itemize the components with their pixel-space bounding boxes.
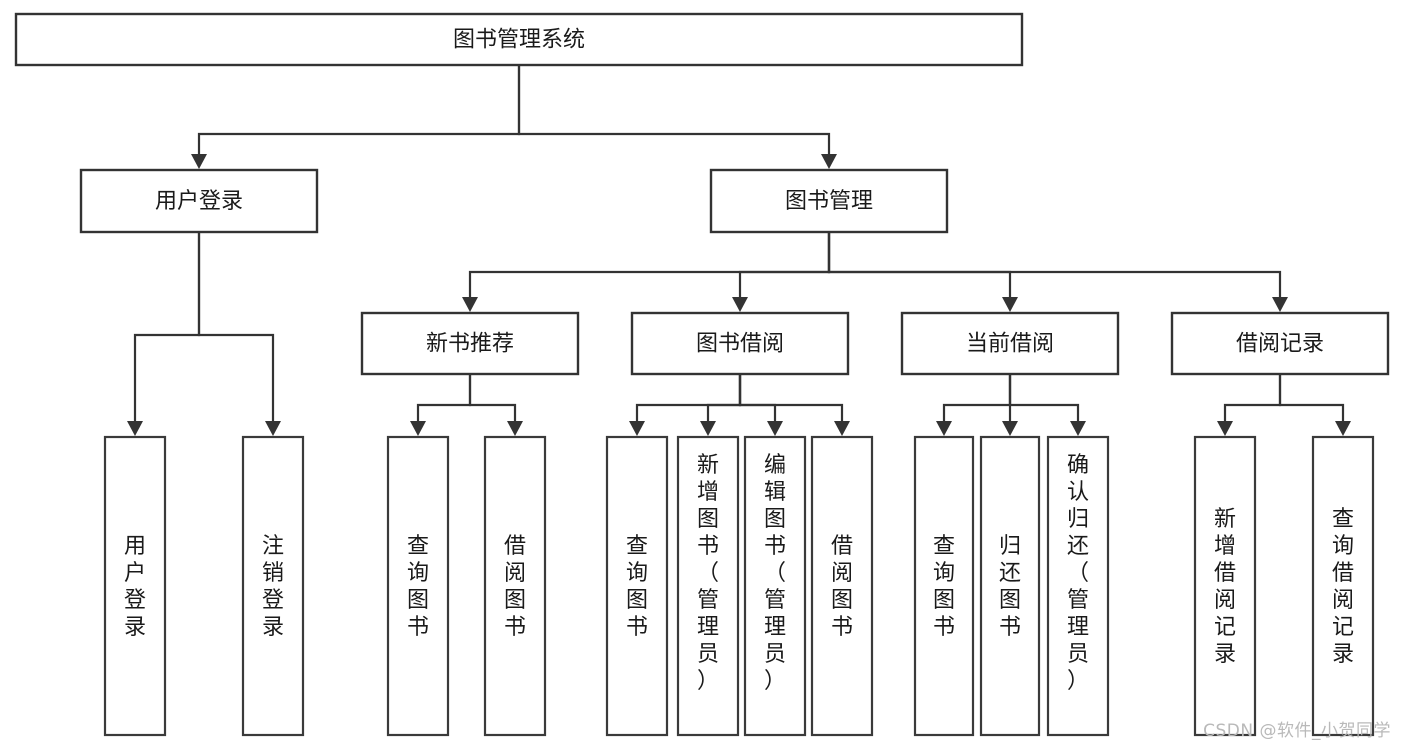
node-root[interactable]: 图书管理系统	[14, 12, 1024, 67]
node-box[interactable]	[630, 311, 850, 376]
arrow-head-icon	[1002, 421, 1018, 436]
node-leaf-confirm-return-admin[interactable]: 确认归还（管理员）	[1046, 435, 1110, 737]
node-label: 查询图书	[933, 534, 955, 640]
node-layer: 图书管理系统用户登录图书管理新书推荐图书借阅当前借阅借阅记录用户登录注销登录查询…	[14, 12, 1390, 737]
edge-book-manage-to-book-borrow	[732, 230, 831, 312]
arrow-head-icon	[821, 154, 837, 169]
node-box[interactable]	[709, 168, 949, 234]
node-box[interactable]	[743, 435, 807, 737]
edge-new-book-recommend-to-leaf-query-book-rec	[410, 372, 472, 436]
arrow-head-icon	[410, 421, 426, 436]
node-box[interactable]	[483, 435, 547, 737]
arrow-head-icon	[1272, 297, 1288, 312]
node-label: 新书推荐	[426, 332, 514, 357]
node-leaf-query-book-current[interactable]: 查询图书	[913, 435, 975, 737]
edge-book-manage-to-borrow-record	[827, 230, 1288, 312]
edge-current-borrow-to-leaf-query-book-current	[936, 372, 1012, 436]
node-label: 用户登录	[155, 189, 243, 214]
node-label: 编辑图书（管理员）	[764, 453, 786, 694]
node-box[interactable]	[103, 435, 167, 737]
edge-book-borrow-to-leaf-borrow-book	[738, 372, 850, 436]
node-label: 查询图书	[407, 534, 429, 640]
node-label: 借阅记录	[1236, 332, 1324, 357]
node-label: 图书管理系统	[453, 28, 585, 53]
arrow-head-icon	[732, 297, 748, 312]
arrow-head-icon	[265, 421, 281, 436]
node-box[interactable]	[360, 311, 580, 376]
node-current-borrow[interactable]: 当前借阅	[900, 311, 1120, 376]
edge-current-borrow-to-leaf-confirm-return-admin	[1008, 372, 1086, 436]
node-box[interactable]	[676, 435, 740, 737]
node-book-borrow[interactable]: 图书借阅	[630, 311, 850, 376]
arrow-head-icon	[127, 421, 143, 436]
node-label: 确认归还（管理员）	[1067, 453, 1089, 694]
edge-layer	[127, 63, 1351, 436]
arrow-head-icon	[191, 154, 207, 169]
node-leaf-add-borrow-record[interactable]: 新增借阅记录	[1193, 435, 1257, 737]
node-box[interactable]	[1311, 435, 1375, 737]
edge-root-to-user-login	[191, 63, 521, 169]
arrow-head-icon	[834, 421, 850, 436]
node-box[interactable]	[979, 435, 1041, 737]
node-box[interactable]	[900, 311, 1120, 376]
edge-borrow-record-to-leaf-query-borrow-record	[1278, 372, 1351, 436]
edge-user-login-to-leaf-user-login	[127, 230, 201, 436]
node-label: 查询图书	[626, 534, 648, 640]
node-leaf-query-borrow-record[interactable]: 查询借阅记录	[1311, 435, 1375, 737]
arrow-head-icon	[1335, 421, 1351, 436]
node-leaf-query-book-borrow[interactable]: 查询图书	[605, 435, 669, 737]
node-borrow-record[interactable]: 借阅记录	[1170, 311, 1390, 376]
node-leaf-borrow-book[interactable]: 借阅图书	[810, 435, 874, 737]
node-user-login[interactable]: 用户登录	[79, 168, 319, 234]
node-box[interactable]	[810, 435, 874, 737]
node-box[interactable]	[79, 168, 319, 234]
node-box[interactable]	[1046, 435, 1110, 737]
node-leaf-query-book-rec[interactable]: 查询图书	[386, 435, 450, 737]
arrow-head-icon	[767, 421, 783, 436]
node-book-manage[interactable]: 图书管理	[709, 168, 949, 234]
node-label: 图书借阅	[696, 332, 784, 357]
node-label: 用户登录	[124, 534, 146, 640]
arrow-head-icon	[462, 297, 478, 312]
node-label: 新增图书（管理员）	[697, 453, 719, 694]
node-new-book-recommend[interactable]: 新书推荐	[360, 311, 580, 376]
edge-user-login-to-leaf-logout-login	[197, 230, 281, 436]
arrow-head-icon	[1217, 421, 1233, 436]
edge-new-book-recommend-to-leaf-borrow-book-rec	[468, 372, 523, 436]
edge-borrow-record-to-leaf-add-borrow-record	[1217, 372, 1282, 436]
node-box[interactable]	[241, 435, 305, 737]
node-label: 借阅图书	[504, 534, 526, 640]
node-leaf-return-book[interactable]: 归还图书	[979, 435, 1041, 737]
edge-root-to-book-manage	[517, 63, 837, 169]
node-box[interactable]	[913, 435, 975, 737]
node-leaf-borrow-book-rec[interactable]: 借阅图书	[483, 435, 547, 737]
node-box[interactable]	[1170, 311, 1390, 376]
arrow-head-icon	[1070, 421, 1086, 436]
node-label: 当前借阅	[966, 332, 1054, 357]
node-box[interactable]	[605, 435, 669, 737]
node-label: 归还图书	[999, 534, 1021, 640]
node-box[interactable]	[14, 12, 1024, 67]
node-label: 注销登录	[262, 534, 284, 640]
node-box[interactable]	[386, 435, 450, 737]
node-label: 图书管理	[785, 189, 873, 214]
node-label: 查询借阅记录	[1332, 507, 1354, 667]
node-box[interactable]	[1193, 435, 1257, 737]
arrow-head-icon	[700, 421, 716, 436]
watermark-text: CSDN @软件_小贺同学	[1203, 721, 1391, 741]
node-leaf-edit-book-admin[interactable]: 编辑图书（管理员）	[743, 435, 807, 737]
node-label: 借阅图书	[831, 534, 853, 640]
arrow-head-icon	[507, 421, 523, 436]
arrow-head-icon	[629, 421, 645, 436]
node-label: 新增借阅记录	[1214, 507, 1236, 667]
node-leaf-add-book-admin[interactable]: 新增图书（管理员）	[676, 435, 740, 737]
node-leaf-logout-login[interactable]: 注销登录	[241, 435, 305, 737]
arrow-head-icon	[1002, 297, 1018, 312]
node-leaf-user-login[interactable]: 用户登录	[103, 435, 167, 737]
arrow-head-icon	[936, 421, 952, 436]
